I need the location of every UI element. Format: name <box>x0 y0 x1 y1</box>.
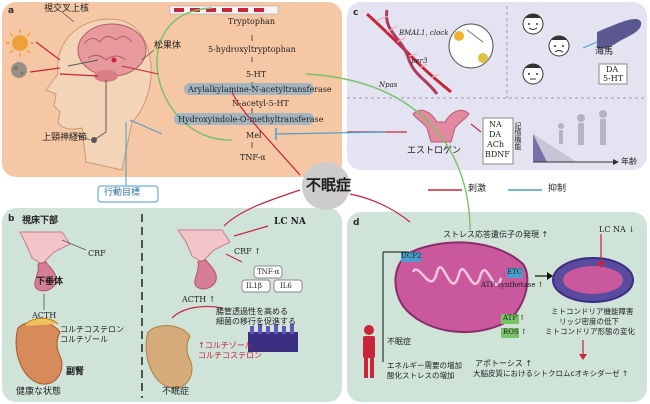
cortisone-label: コルチコステロン <box>60 325 124 334</box>
insomnia-d-label: 不眠症 <box>387 337 411 346</box>
pathway-5htp: 5-hydroxyltryptophan <box>208 45 296 54</box>
hypothalamus-label: 視床下部 <box>22 216 59 226</box>
pituitary-label: 下垂体 <box>36 277 64 287</box>
center-title: 不眠症 <box>306 176 352 194</box>
hippocampus-icon <box>597 19 642 49</box>
gene-npas: Npas <box>379 81 398 89</box>
pathway-aanat: Arylalkylamine-N-acetyltransferase <box>188 85 332 94</box>
sun-icon <box>6 29 34 57</box>
acth-up-label: ACTH ↑ <box>182 295 216 304</box>
person-icon <box>363 325 375 378</box>
gene-bmal1-clock: BMAL1, clock <box>399 29 449 37</box>
gene-per3: per3 <box>411 57 428 65</box>
ucp2-label: UCP2 <box>401 252 422 260</box>
panel-d: d ストレス応答遺伝子の発現 ↑ UCP2 ETC ATP synthetase… <box>347 212 647 402</box>
age-label: 年齢 <box>621 157 637 166</box>
hippocampus-label: 海馬 <box>595 47 614 57</box>
stress-gene-label: ストレス応答遺伝子の発現 ↑ <box>443 230 549 239</box>
estrogen-label: エストロゲン <box>407 146 462 156</box>
apoptosis-label: アポトーシス ↑ <box>475 359 533 368</box>
kidney-icon <box>15 317 63 385</box>
uterus-icon <box>412 109 470 143</box>
face-neutral-icon <box>522 63 544 85</box>
panel-d-art <box>363 234 634 378</box>
pathway-mel: Mel <box>246 131 262 140</box>
healthy-label: 健康な状態 <box>16 387 62 397</box>
cytc-oxidase-label: 大脳皮質におけるシトクロムcオキシダーゼ ↑ <box>473 369 629 378</box>
action-target-box <box>97 185 159 203</box>
scg-label: 上頸神経節 <box>42 133 88 143</box>
panel-a-tag: a <box>8 6 15 16</box>
panel-b-art <box>15 214 303 398</box>
mito-morphology-label: ミトコンドリア形態の変化 <box>545 327 635 336</box>
energy-demand-label: エネルギー需要の増加 <box>387 361 462 370</box>
moon-icon <box>11 62 27 78</box>
bacteria-translocation-label: 細菌の移行を促進する <box>216 317 296 326</box>
il1b-label: IL1β <box>246 282 262 290</box>
sun-icon <box>454 31 464 41</box>
face-sad-icon <box>548 35 570 57</box>
cortisone-red-label: コルチコステロン <box>198 351 262 360</box>
panel-b-tag: b <box>8 214 15 224</box>
adrenal-label: 副腎 <box>66 367 85 377</box>
brain-icon <box>77 23 147 82</box>
pathway-5ht: 5-HT <box>246 70 267 79</box>
aging-people-icon <box>558 110 607 145</box>
pathway-tryptophan: Tryptophan <box>228 17 276 26</box>
mito-dysfunction-label: ミトコンドリア機能障害 <box>551 307 634 316</box>
face-happy-icon <box>522 13 544 35</box>
dna-helix-icon <box>365 9 452 95</box>
pineal-label: 松果体 <box>154 41 182 51</box>
action-target-label: 行動目標 <box>104 188 141 198</box>
center-node <box>302 162 350 210</box>
panel-a-art <box>6 5 314 171</box>
insomnia-b-label: 不眠症 <box>162 387 190 397</box>
cortisol-label: コルチゾール <box>60 335 108 344</box>
ros-label: ROS ↑ <box>503 328 527 336</box>
pathway-nac5ht: N-acetyl-5-HT <box>232 99 289 108</box>
crf-up-label: CRF ↑ <box>234 247 261 256</box>
panel-b: b 視床下部 CRF 下垂体 ACTH コルチコステロン コルチゾール 副腎 健… <box>2 208 342 402</box>
tnf-label: TNF-α <box>257 268 280 276</box>
5ht-label: 5-HT <box>603 74 624 83</box>
legend-inhibit-label: 抑制 <box>548 184 567 194</box>
memory-label: 記憶機能 <box>514 122 522 150</box>
lc-na-d-label: LC NA ↓ <box>599 225 636 234</box>
nt-da: DA <box>489 130 502 139</box>
etc-label: ETC <box>507 268 523 276</box>
nt-ach: ACh <box>487 140 505 149</box>
cristae-density-label: リッジ密度の低下 <box>559 317 619 326</box>
pathway-tnf: TNF-α <box>240 153 266 162</box>
panel-c-tag: c <box>353 8 359 18</box>
atp-synthase-label: ATP synthetase ↑ <box>481 281 544 289</box>
scn-label: 視交叉上核 <box>44 4 90 14</box>
atp-label: ATP ↑ <box>503 314 526 322</box>
il6-label: IL6 <box>280 282 292 290</box>
gut-permeability-label: 腸管透過性を高める <box>216 307 288 316</box>
nt-bdnf: BDNF <box>485 150 510 159</box>
panel-d-tag: d <box>353 218 360 228</box>
mitochondrion-damaged-icon <box>552 257 634 303</box>
legend-stimulate-label: 刺激 <box>468 184 487 194</box>
lc-na-label: LC NA <box>274 217 306 227</box>
cortisol-red-label: ↑コルチゾール <box>198 341 253 350</box>
kidney-icon <box>145 325 193 389</box>
da-label: DA <box>606 65 619 74</box>
acth-label: ACTH <box>32 311 57 320</box>
oxidative-stress-label: 酸化ストレスの増加 <box>387 371 455 380</box>
nt-na: NA <box>489 120 502 129</box>
crf-label: CRF <box>88 249 106 258</box>
moon-icon <box>478 53 488 63</box>
